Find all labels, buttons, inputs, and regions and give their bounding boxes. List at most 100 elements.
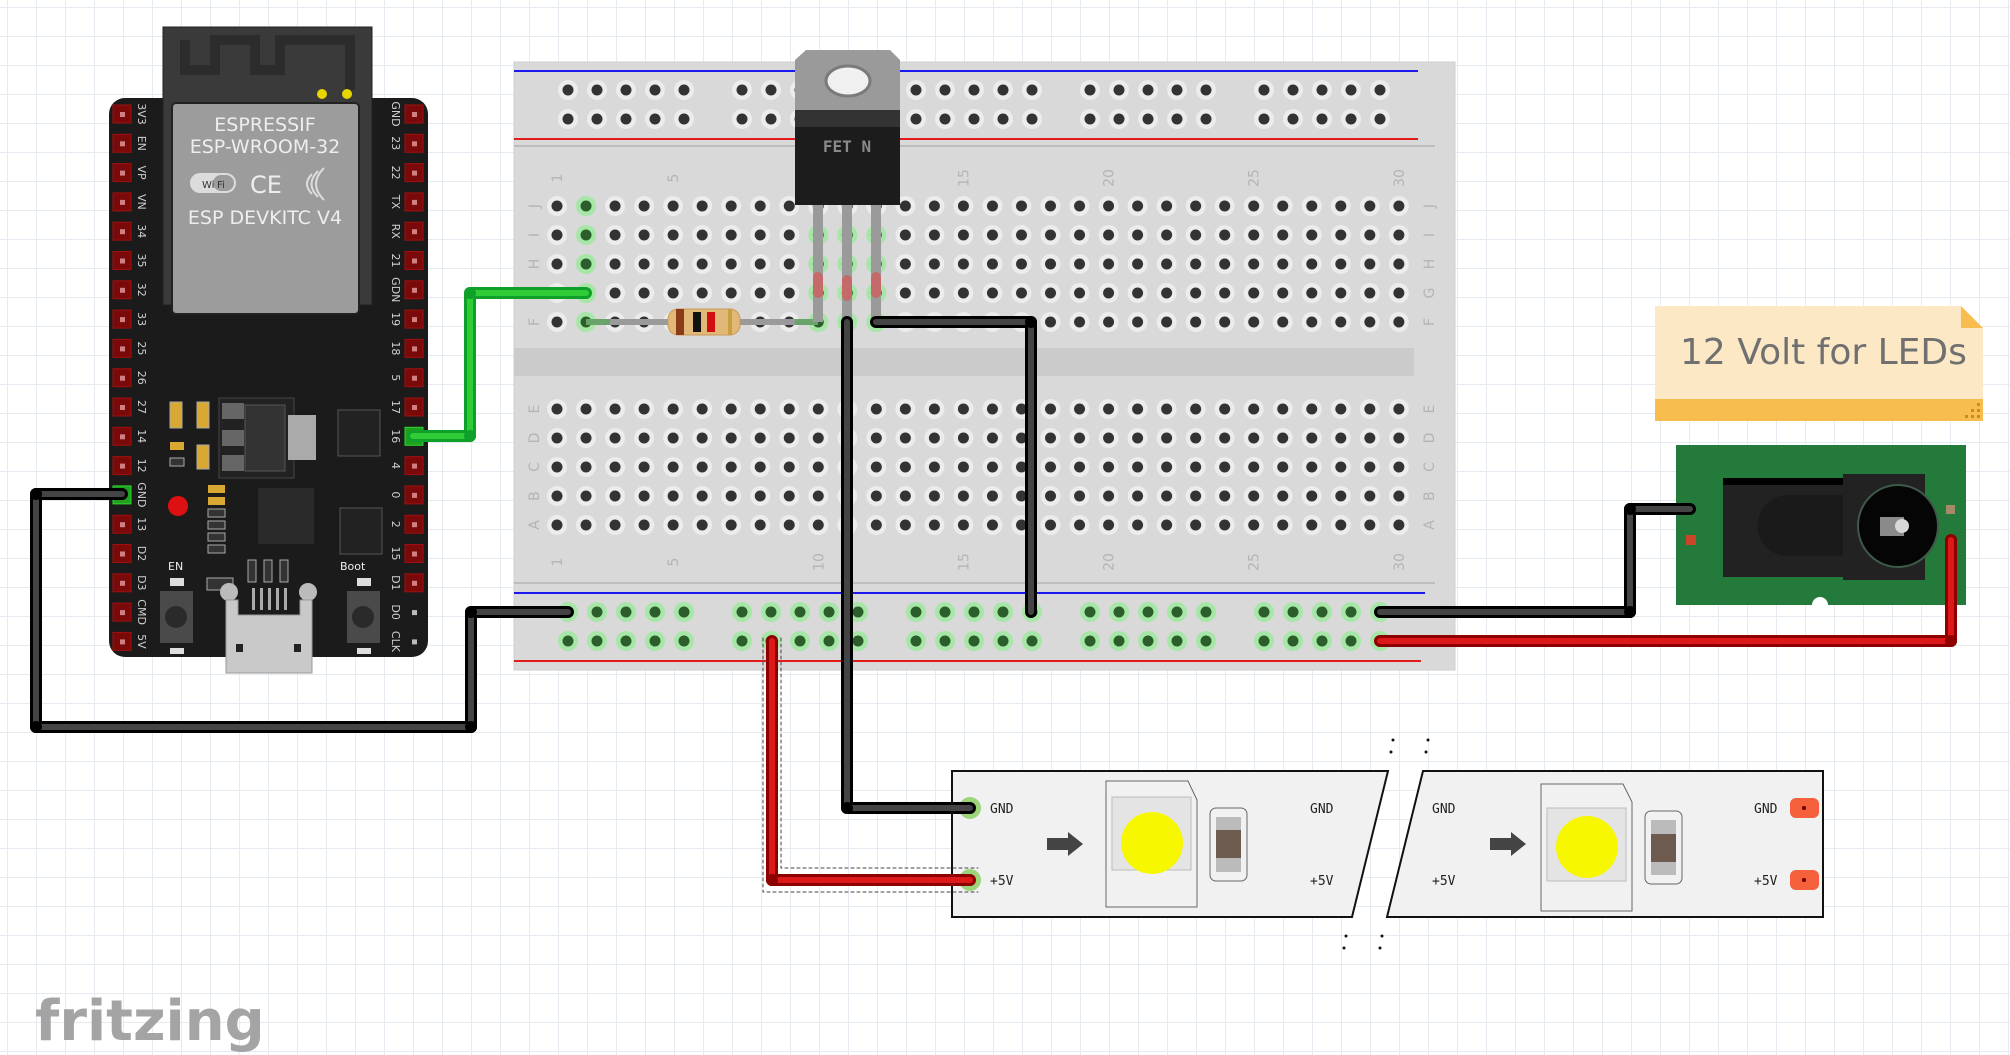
breadboard-hole[interactable] — [721, 196, 742, 216]
breadboard-hole[interactable] — [663, 225, 684, 245]
esp32-pin-gdn[interactable]: GDN — [389, 277, 424, 302]
rail-hole[interactable] — [1109, 602, 1129, 622]
rail-hole[interactable] — [935, 602, 955, 622]
breadboard-hole[interactable] — [779, 486, 800, 506]
breadboard-hole[interactable] — [982, 196, 1003, 216]
breadboard-hole[interactable] — [1388, 486, 1409, 506]
breadboard-hole[interactable] — [1069, 428, 1090, 448]
rail-hole[interactable] — [1196, 109, 1216, 129]
breadboard-hole[interactable] — [1388, 196, 1409, 216]
breadboard-hole[interactable] — [1359, 312, 1380, 332]
rail-hole[interactable] — [1341, 602, 1361, 622]
breadboard-hole[interactable] — [605, 283, 626, 303]
breadboard-hole[interactable] — [547, 486, 567, 506]
esp32-pin-15[interactable]: 15 — [389, 544, 424, 563]
breadboard-hole[interactable] — [634, 515, 655, 535]
breadboard-hole[interactable] — [1069, 457, 1090, 477]
breadboard-hole[interactable] — [1011, 254, 1032, 274]
rail-hole[interactable] — [906, 109, 926, 129]
breadboard-hole[interactable] — [1243, 428, 1264, 448]
breadboard-hole[interactable] — [1243, 457, 1264, 477]
breadboard-hole[interactable] — [1069, 254, 1090, 274]
breadboard-hole[interactable] — [866, 457, 887, 477]
rail-hole[interactable] — [1109, 631, 1129, 651]
rail-hole[interactable] — [1254, 602, 1274, 622]
breadboard-hole[interactable] — [663, 399, 684, 419]
rail-hole[interactable] — [1341, 80, 1361, 100]
breadboard-hole[interactable] — [953, 457, 974, 477]
breadboard-hole[interactable] — [1330, 283, 1351, 303]
boot-button[interactable] — [347, 578, 380, 654]
breadboard-hole[interactable] — [750, 254, 771, 274]
breadboard-hole[interactable] — [1214, 515, 1235, 535]
dc-power-jack[interactable] — [1676, 445, 1966, 613]
breadboard-hole[interactable] — [779, 457, 800, 477]
breadboard-hole[interactable] — [1214, 283, 1235, 303]
breadboard-hole[interactable] — [1301, 486, 1322, 506]
rail-hole[interactable] — [1254, 109, 1274, 129]
breadboard-hole[interactable] — [1069, 515, 1090, 535]
breadboard-hole[interactable] — [808, 428, 829, 448]
rail-hole[interactable] — [1080, 80, 1100, 100]
esp32-pin-13[interactable]: 13 — [112, 514, 148, 534]
breadboard-hole[interactable] — [634, 196, 655, 216]
rail-hole[interactable] — [1312, 631, 1332, 651]
rail-hole[interactable] — [1167, 80, 1187, 100]
rail-hole[interactable] — [1167, 602, 1187, 622]
breadboard-hole[interactable] — [1330, 196, 1351, 216]
breadboard-hole[interactable] — [634, 225, 655, 245]
breadboard-hole[interactable] — [953, 254, 974, 274]
esp32-pin-cmd[interactable]: CMD — [112, 599, 148, 625]
breadboard-hole[interactable] — [1272, 486, 1293, 506]
breadboard-hole[interactable] — [982, 254, 1003, 274]
breadboard-hole[interactable] — [692, 457, 713, 477]
breadboard-hole[interactable] — [1069, 312, 1090, 332]
rail-hole[interactable] — [1312, 109, 1332, 129]
breadboard-hole[interactable] — [576, 254, 597, 274]
rail-hole[interactable] — [964, 109, 984, 129]
breadboard-hole[interactable] — [1214, 457, 1235, 477]
breadboard-hole[interactable] — [1388, 457, 1409, 477]
breadboard-hole[interactable] — [1388, 399, 1409, 419]
breadboard-hole[interactable] — [1069, 399, 1090, 419]
breadboard-hole[interactable] — [1040, 428, 1061, 448]
breadboard-hole[interactable] — [1127, 196, 1148, 216]
breadboard-hole[interactable] — [1243, 283, 1264, 303]
breadboard-hole[interactable] — [1272, 225, 1293, 245]
breadboard-hole[interactable] — [953, 515, 974, 535]
breadboard-hole[interactable] — [1301, 196, 1322, 216]
breadboard-hole[interactable] — [576, 486, 597, 506]
breadboard-hole[interactable] — [1388, 254, 1409, 274]
note-12v[interactable]: 12 Volt for LEDs — [1655, 306, 1983, 421]
signal-wire[interactable] — [407, 287, 592, 442]
breadboard-hole[interactable] — [1011, 283, 1032, 303]
rail-hole[interactable] — [790, 631, 810, 651]
rail-hole[interactable] — [645, 602, 665, 622]
breadboard-hole[interactable] — [1156, 254, 1177, 274]
esp32-pin-3v3[interactable]: 3V3 — [112, 103, 148, 125]
rail-hole[interactable] — [1254, 631, 1274, 651]
rail-hole[interactable] — [674, 80, 694, 100]
breadboard-hole[interactable] — [634, 283, 655, 303]
esp32-pin-17[interactable]: 17 — [389, 397, 424, 417]
breadboard-hole[interactable] — [982, 486, 1003, 506]
breadboard-hole[interactable] — [1272, 428, 1293, 448]
esp32-pin-22[interactable]: 22 — [389, 163, 424, 183]
breadboard-hole[interactable] — [779, 515, 800, 535]
breadboard-hole[interactable] — [1156, 457, 1177, 477]
breadboard-hole[interactable] — [1301, 254, 1322, 274]
breadboard-hole[interactable] — [1330, 312, 1351, 332]
micro-usb-port[interactable] — [220, 583, 317, 674]
breadboard-hole[interactable] — [924, 283, 945, 303]
breadboard-hole[interactable] — [1330, 457, 1351, 477]
breadboard-hole[interactable] — [1127, 428, 1148, 448]
esp32-pin-5[interactable]: 5 — [389, 368, 424, 388]
rail-hole[interactable] — [587, 109, 607, 129]
breadboard-hole[interactable] — [721, 486, 742, 506]
mosfet[interactable]: FET N — [795, 50, 900, 322]
breadboard-hole[interactable] — [576, 515, 597, 535]
breadboard-hole[interactable] — [808, 399, 829, 419]
breadboard-hole[interactable] — [1185, 428, 1206, 448]
breadboard-hole[interactable] — [1127, 515, 1148, 535]
